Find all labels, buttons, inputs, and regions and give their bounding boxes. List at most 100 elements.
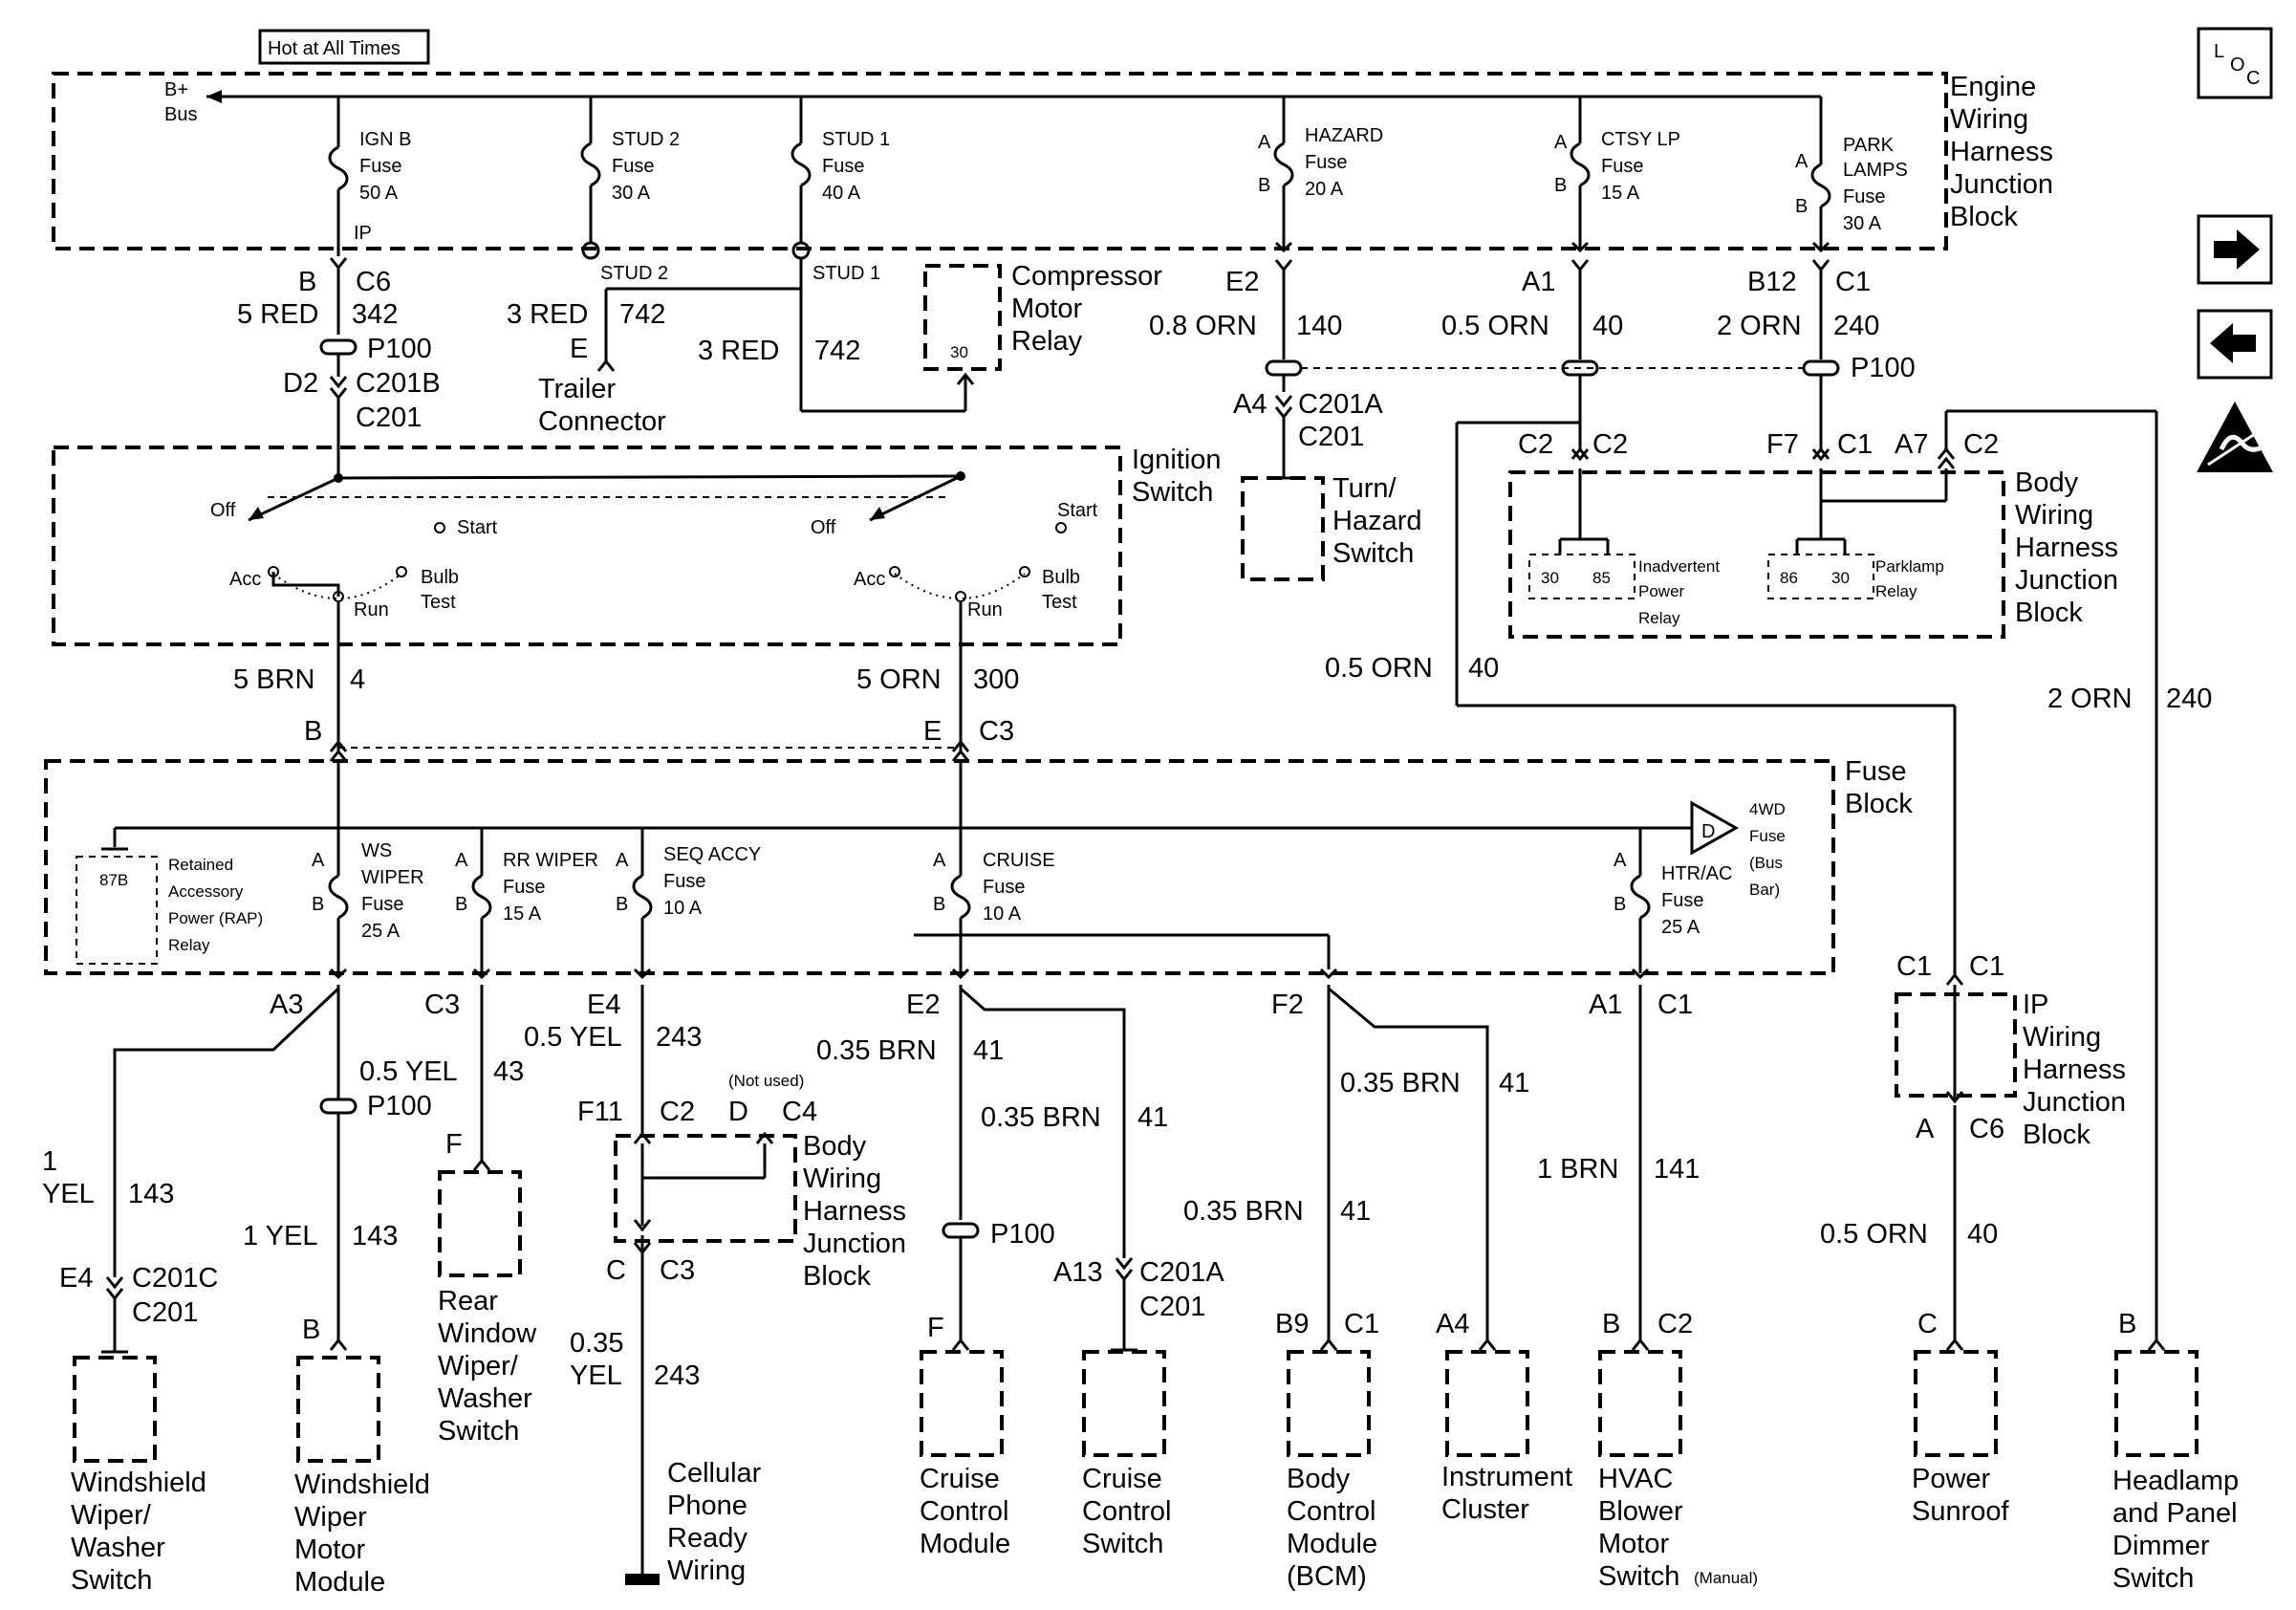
svg-text:HVAC: HVAC <box>1598 1464 1673 1494</box>
svg-text:Switch: Switch <box>1132 477 1213 508</box>
svg-text:Switch: Switch <box>1598 1561 1679 1592</box>
svg-text:and Panel: and Panel <box>2112 1498 2238 1529</box>
svg-text:B: B <box>304 716 322 747</box>
parklamp-relay: 86 30 Parklamp Relay <box>1767 537 1944 600</box>
svg-text:Parklamp: Parklamp <box>1875 557 1944 576</box>
svg-text:A4: A4 <box>1233 389 1267 420</box>
svg-text:Motor: Motor <box>1011 294 1082 324</box>
svg-text:Fuse: Fuse <box>1661 890 1703 911</box>
svg-text:0.35 BRN: 0.35 BRN <box>816 1035 937 1066</box>
svg-text:25 A: 25 A <box>1661 917 1700 938</box>
svg-text:0.5 ORN: 0.5 ORN <box>1325 653 1433 684</box>
svg-text:30: 30 <box>1541 569 1559 587</box>
svg-text:Module: Module <box>1287 1529 1377 1559</box>
svg-text:Control: Control <box>1287 1496 1376 1527</box>
svg-text:(BCM): (BCM) <box>1287 1561 1367 1592</box>
svg-text:Wiper: Wiper <box>294 1502 367 1533</box>
svg-text:140: 140 <box>1296 311 1342 341</box>
svg-text:C: C <box>1917 1309 1938 1339</box>
svg-text:Control: Control <box>920 1496 1009 1527</box>
power-sunroof: Power Sunroof <box>1912 1350 2010 1527</box>
location-icon[interactable] <box>2197 27 2273 99</box>
svg-text:240: 240 <box>2166 684 2212 714</box>
svg-text:5 ORN: 5 ORN <box>856 664 942 695</box>
svg-text:Test: Test <box>421 592 456 613</box>
svg-text:20 A: 20 A <box>1305 179 1344 200</box>
svg-text:Wiring: Wiring <box>2023 1022 2101 1053</box>
fourwd-letter: D <box>1701 821 1715 842</box>
svg-text:RR WIPER: RR WIPER <box>503 850 598 871</box>
svg-text:Fuse: Fuse <box>359 156 401 177</box>
svg-text:1: 1 <box>42 1146 57 1177</box>
svg-text:B12: B12 <box>1747 267 1797 297</box>
wire-ws-wiper-143: 0.5 YEL 43 P100 1 YEL 143 E4 C201C C201 … <box>42 985 524 1354</box>
svg-text:A: A <box>1916 1114 1935 1144</box>
svg-text:P100: P100 <box>367 334 432 364</box>
svg-text:742: 742 <box>814 336 860 366</box>
ignition-switch-outline <box>52 446 1122 646</box>
svg-text:Engine: Engine <box>1950 72 2036 102</box>
hot-at-all-times-label: Hot at All Times <box>268 38 401 59</box>
svg-text:HAZARD: HAZARD <box>1305 125 1383 146</box>
svg-text:141: 141 <box>1654 1154 1700 1185</box>
loc-icon-letter-c: C <box>2246 68 2260 89</box>
svg-text:B: B <box>1795 196 1808 217</box>
engine-junction-block-title: Engine Wiring Harness Junction Block <box>1950 72 2053 232</box>
svg-text:(Bus: (Bus <box>1749 854 1783 872</box>
svg-text:Headlamp: Headlamp <box>2112 1466 2239 1496</box>
svg-text:B: B <box>1602 1309 1620 1339</box>
svg-text:Junction: Junction <box>2015 565 2118 596</box>
svg-text:Phone: Phone <box>667 1490 747 1521</box>
svg-text:41: 41 <box>1340 1196 1371 1227</box>
svg-text:1 BRN: 1 BRN <box>1537 1154 1618 1185</box>
svg-text:10 A: 10 A <box>663 898 703 919</box>
svg-text:40: 40 <box>1592 311 1623 341</box>
svg-text:C201: C201 <box>1298 422 1364 452</box>
fuse-block-entry-e <box>951 749 970 762</box>
svg-text:Block: Block <box>1845 789 1913 819</box>
svg-text:B: B <box>1614 894 1626 915</box>
svg-text:B: B <box>1554 175 1567 196</box>
fuse-block-title: Fuse Block <box>1845 756 1913 819</box>
svg-text:A3: A3 <box>270 990 303 1020</box>
svg-text:Junction: Junction <box>1950 169 2053 200</box>
svg-text:(Manual): (Manual) <box>1694 1569 1758 1587</box>
svg-text:E4: E4 <box>59 1263 93 1294</box>
rear-window-wiper-washer-switch: Rear Window Wiper/ Washer Switch <box>438 1170 537 1447</box>
fuse-block-outline <box>44 759 1835 975</box>
svg-text:STUD 2: STUD 2 <box>600 263 668 284</box>
svg-text:Power (RAP): Power (RAP) <box>168 909 263 927</box>
svg-text:CRUISE: CRUISE <box>983 850 1055 871</box>
svg-text:4WD: 4WD <box>1749 800 1786 818</box>
svg-text:1 YEL: 1 YEL <box>243 1221 317 1251</box>
svg-text:WS: WS <box>361 840 392 861</box>
svg-text:Motor: Motor <box>1598 1529 1669 1559</box>
svg-text:Ready: Ready <box>667 1523 747 1554</box>
svg-text:SEQ ACCY: SEQ ACCY <box>663 844 761 865</box>
svg-text:240: 240 <box>1833 311 1879 341</box>
svg-text:Body: Body <box>803 1131 867 1162</box>
cellular-phone-ready-wiring: Cellular Phone Ready Wiring <box>667 1458 762 1586</box>
svg-text:C201: C201 <box>356 402 422 433</box>
svg-text:3 RED: 3 RED <box>698 336 779 366</box>
svg-text:C201: C201 <box>132 1297 198 1328</box>
arrow-right-icon <box>2214 229 2260 270</box>
svg-text:A: A <box>1795 151 1809 172</box>
svg-text:C2: C2 <box>1518 429 1553 460</box>
svg-text:E4: E4 <box>587 990 620 1020</box>
svg-text:A: A <box>1614 850 1627 871</box>
svg-text:Fuse: Fuse <box>361 894 403 915</box>
svg-text:Power: Power <box>1912 1464 1991 1494</box>
svg-text:30: 30 <box>950 343 968 361</box>
svg-text:C3: C3 <box>660 1255 695 1286</box>
svg-text:Run: Run <box>967 599 1003 620</box>
svg-text:Fuse: Fuse <box>503 877 545 898</box>
svg-text:C2: C2 <box>1657 1309 1693 1339</box>
wire-ign-b-342: B C6 5 RED 342 P100 D2 C201B C201 <box>237 257 441 478</box>
svg-text:STUD 2: STUD 2 <box>612 129 680 150</box>
svg-text:YEL: YEL <box>570 1360 622 1391</box>
svg-text:C1: C1 <box>1896 951 1932 982</box>
svg-text:40 A: 40 A <box>822 183 861 204</box>
svg-text:Washer: Washer <box>71 1533 165 1563</box>
